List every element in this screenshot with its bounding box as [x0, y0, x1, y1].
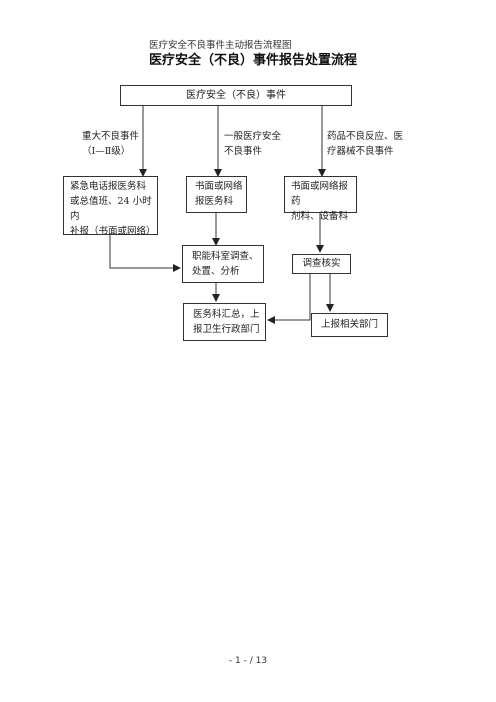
urgent-report-line3: 补报（书面或网络）: [70, 226, 156, 237]
connector-verify-summary: [267, 274, 311, 324]
summary-line2: 报卫生行政部门: [193, 324, 260, 335]
branch-label-major-line1: 重大不良事件: [82, 131, 140, 142]
written-report-box: 书面或网络 报医务科: [186, 176, 247, 213]
branch-label-general-line1: 一般医疗安全: [224, 131, 282, 142]
written-report-line2: 报医务科: [195, 196, 234, 207]
branch-label-drug-device-line2: 疗器械不良事件: [327, 146, 394, 157]
report-related-box: 上报相关部门: [311, 313, 388, 337]
branch-label-general-line2: 不良事件: [224, 146, 263, 157]
top-event-text: 医疗安全（不良）事件: [186, 90, 286, 101]
investigate-box: 职能科室调查、 处置、分析: [182, 245, 264, 283]
header-caption: 医疗安全不良事件主动报告流程图: [149, 40, 292, 51]
urgent-report-box: 紧急电话报医务科 或总值班、24 小时内 补报（书面或网络）: [63, 176, 158, 237]
summary-box: 医务科汇总，上 报卫生行政部门: [183, 303, 266, 341]
top-event-box: 医疗安全（不良）事件: [120, 85, 352, 106]
branch-label-major-line2: （Ⅰ—Ⅱ级）: [82, 146, 131, 157]
branch-label-general: 一般医疗安全 不良事件: [224, 129, 281, 159]
branch-label-major: 重大不良事件 （Ⅰ—Ⅱ级）: [82, 129, 139, 159]
pharmacy-report-line2: 剂科、设备科: [291, 211, 349, 222]
summary-line1: 医务科汇总，上: [193, 309, 260, 320]
page-number: - 1 - / 13: [228, 656, 268, 666]
urgent-report-line1: 紧急电话报医务科: [70, 181, 147, 192]
pharmacy-report-box: 书面或网络报药 剂科、设备科: [284, 176, 357, 222]
investigate-line1: 职能科室调查、: [192, 251, 259, 262]
branch-label-drug-device: 药品不良反应、医 疗器械不良事件: [327, 129, 403, 159]
report-related-text: 上报相关部门: [320, 319, 378, 330]
written-report-line1: 书面或网络: [195, 181, 243, 192]
investigate-line2: 处置、分析: [192, 266, 240, 277]
verify-text: 调查核实: [302, 258, 341, 269]
urgent-report-line2: 或总值班、24 小时内: [70, 196, 152, 222]
verify-box: 调查核实: [292, 254, 351, 274]
connector-urgent-investigate: [109, 235, 181, 272]
page-title: 医疗安全（不良）事件报告处置流程: [149, 53, 358, 68]
pharmacy-report-line1: 书面或网络报药: [291, 181, 349, 207]
branch-label-drug-device-line1: 药品不良反应、医: [327, 131, 404, 142]
